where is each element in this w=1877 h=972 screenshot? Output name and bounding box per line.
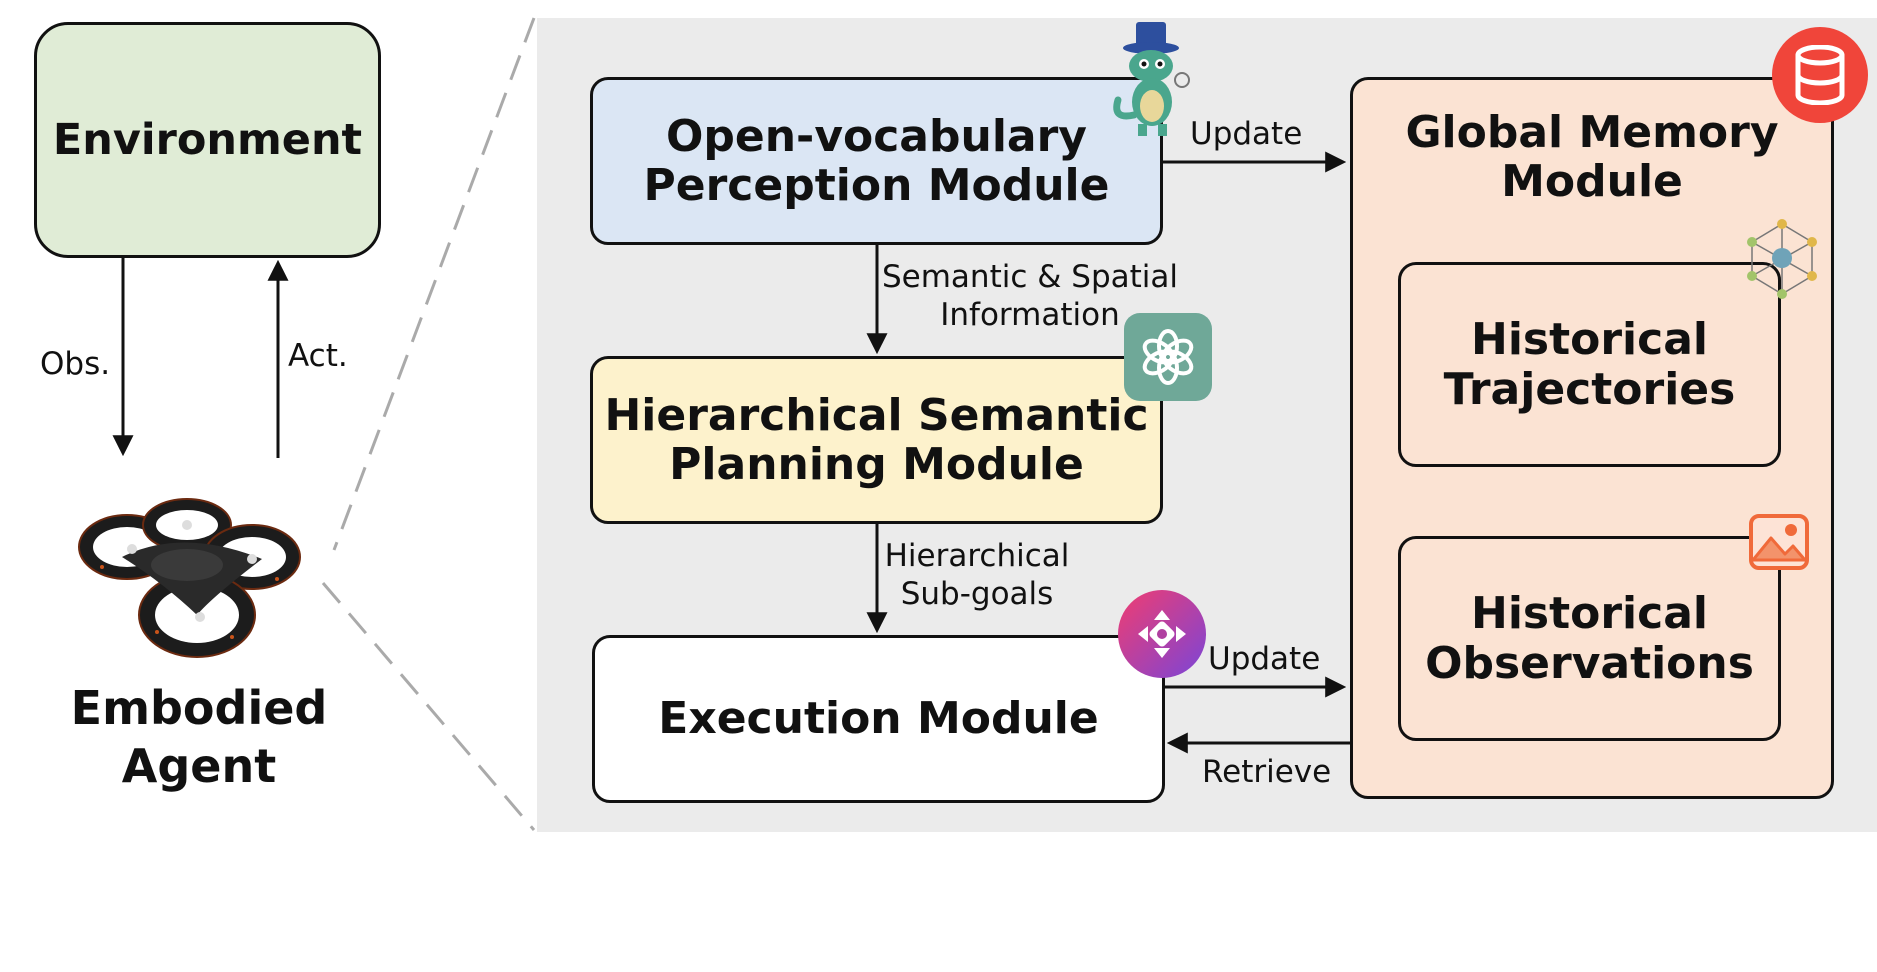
obs-label: Obs.: [40, 346, 111, 382]
drone-icon: [78, 498, 301, 658]
semantic-spatial-line2: Information: [940, 297, 1120, 334]
observations-line2: Observations: [1425, 637, 1754, 689]
database-glyph: [1795, 45, 1845, 105]
subgoals-line2: Sub-goals: [900, 576, 1054, 613]
gecko-mascot-icon: [1113, 22, 1190, 136]
execution-label: Execution Module: [658, 693, 1099, 745]
move-arrows-glyph: [1138, 610, 1186, 658]
openai-logo-icon: [1124, 313, 1212, 401]
historical-trajectories-box: Historical Trajectories: [1398, 262, 1781, 467]
environment-box: Environment: [34, 22, 381, 258]
memory-line2: Module: [1501, 156, 1683, 208]
subgoals-label: Hierarchical Sub-goals: [882, 537, 1072, 613]
agent-label-line1: Embodied: [70, 681, 328, 735]
environment-label: Environment: [52, 114, 363, 165]
observations-line1: Historical: [1471, 588, 1708, 640]
semantic-spatial-line1: Semantic & Spatial: [881, 259, 1178, 295]
semantic-spatial-label: Semantic & Spatial Information: [875, 258, 1185, 334]
trajectories-line1: Historical: [1471, 314, 1708, 366]
zoom-line-top: [332, 17, 536, 551]
move-arrows-icon: [1118, 590, 1206, 678]
image-icon: [1749, 514, 1809, 570]
perception-line1: Open-vocabulary: [665, 110, 1087, 162]
subgoals-line1: Hierarchical: [884, 538, 1070, 574]
perception-line2: Perception Module: [643, 160, 1110, 211]
database-icon: [1772, 27, 1868, 123]
trajectories-line2: Trajectories: [1443, 363, 1736, 415]
agent-label-line2: Agent: [121, 738, 277, 793]
planning-line1: Hierarchical Semantic: [604, 389, 1149, 441]
embodied-agent-label: Embodied Agent: [40, 680, 358, 795]
execution-module-box: Execution Module: [592, 635, 1165, 803]
historical-observations-box: Historical Observations: [1398, 536, 1781, 741]
perception-update-label: Update: [1190, 116, 1303, 152]
memory-line1: Global Memory: [1405, 107, 1779, 158]
network-graph-icon: [1747, 219, 1817, 299]
perception-module-box: Open-vocabulary Perception Module: [590, 77, 1163, 245]
openai-glyph: [1142, 329, 1194, 385]
planning-module-box: Hierarchical Semantic Planning Module: [590, 356, 1163, 524]
act-label: Act.: [288, 338, 348, 374]
zoom-line-bottom: [321, 582, 536, 831]
retrieve-label: Retrieve: [1202, 754, 1332, 790]
execution-update-label: Update: [1208, 641, 1321, 677]
planning-line2: Planning Module: [669, 439, 1084, 490]
